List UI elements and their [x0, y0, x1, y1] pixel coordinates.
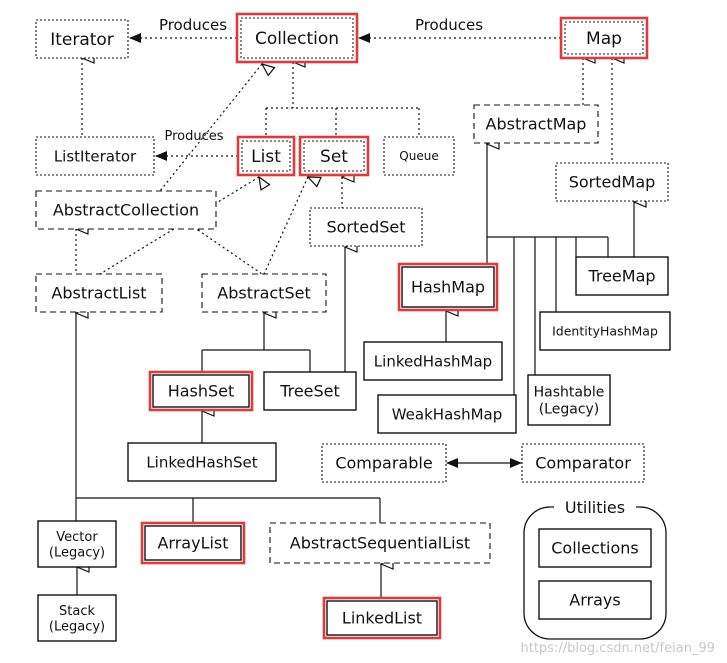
node-abstractlist: AbstractList — [35, 273, 163, 313]
node-hashtable: Hashtable(Legacy) — [527, 374, 611, 426]
node-weakhashmap: WeakHashMap — [377, 394, 517, 434]
node-abstractcollection: AbstractCollection — [35, 190, 217, 230]
node-label-abstractset: AbstractSet — [217, 284, 310, 303]
node-label-sortedset: SortedSet — [326, 218, 405, 237]
node-label-abstractcollection: AbstractCollection — [53, 201, 199, 220]
produces-label-map: Produces — [415, 16, 483, 34]
node-label-queue: Queue — [399, 149, 438, 163]
node-label-abstractsequentiallist: AbstractSequentialList — [290, 534, 470, 553]
node-abstractmap: AbstractMap — [473, 104, 599, 144]
node-collections: Collections — [538, 528, 652, 568]
node-list: List — [236, 135, 296, 177]
edge-abstractmap-drops — [486, 237, 609, 395]
utilities-title: Utilities — [565, 498, 625, 517]
node-comparable: Comparable — [321, 443, 447, 483]
node-queue: Queue — [383, 136, 455, 176]
node-arrays: Arrays — [538, 580, 652, 620]
node-abstractsequentiallist: AbstractSequentialList — [269, 522, 491, 564]
node-identityhashmap: IdentityHashMap — [539, 311, 671, 351]
node-label-sortedmap: SortedMap — [569, 173, 656, 192]
node-label-stack: Stack(Legacy) — [49, 604, 105, 635]
edge-collection-drops — [265, 108, 420, 137]
edge-abstractset-abstractcollection — [198, 230, 263, 275]
node-linkedhashmap: LinkedHashMap — [363, 341, 503, 381]
node-arraylist: ArrayList — [140, 521, 246, 565]
node-label-set: Set — [320, 147, 348, 167]
node-hashmap: HashMap — [397, 262, 499, 312]
node-label-hashtable: Hashtable(Legacy) — [534, 385, 605, 418]
node-map: Map — [559, 16, 649, 60]
node-label-linkedhashset: LinkedHashSet — [146, 453, 257, 471]
node-collection: Collection — [235, 12, 359, 64]
node-label-linkedhashmap: LinkedHashMap — [374, 352, 492, 370]
node-comparator: Comparator — [521, 443, 645, 483]
node-label-arraylist: ArrayList — [157, 534, 228, 553]
edge-abstractset-set — [263, 177, 308, 275]
node-label-abstractlist: AbstractList — [51, 284, 146, 303]
edge-abstractlist-drops — [75, 498, 381, 523]
node-treeset: TreeSet — [263, 371, 357, 411]
node-label-treemap: TreeMap — [587, 267, 655, 286]
node-label-iterator: Iterator — [50, 30, 114, 50]
node-sortedmap: SortedMap — [555, 162, 669, 202]
node-sortedset: SortedSet — [309, 207, 423, 247]
node-hashset: HashSet — [148, 370, 254, 412]
node-label-hashmap: HashMap — [411, 278, 485, 297]
node-label-listiterator: ListIterator — [54, 147, 137, 165]
node-label-comparable: Comparable — [335, 454, 432, 473]
edge-sets-abstractset — [201, 313, 311, 372]
node-iterator: Iterator — [35, 19, 129, 59]
edge-abstractlist-list — [99, 177, 259, 275]
edge-abstractcollection-collection — [159, 64, 262, 192]
node-label-treeset: TreeSet — [279, 382, 340, 401]
node-label-list: List — [251, 147, 281, 167]
node-label-arrays: Arrays — [569, 591, 620, 610]
node-linkedhashset: LinkedHashSet — [127, 442, 277, 482]
node-vector: Vector(Legacy) — [37, 520, 117, 568]
node-linkedlist: LinkedList — [322, 596, 442, 640]
produces-label-listiterator: Produces — [164, 129, 223, 144]
node-set: Set — [298, 135, 370, 177]
node-label-map: Map — [586, 29, 622, 49]
node-label-comparator: Comparator — [535, 454, 631, 473]
node-label-collection: Collection — [255, 29, 339, 49]
node-listiterator: ListIterator — [35, 136, 155, 176]
node-label-weakhashmap: WeakHashMap — [392, 405, 503, 423]
node-label-identityhashmap: IdentityHashMap — [552, 323, 658, 338]
edge-layer — [75, 33, 634, 598]
produces-label-iterator: Produces — [159, 16, 227, 34]
node-abstractset: AbstractSet — [201, 273, 327, 313]
node-treemap: TreeMap — [575, 256, 669, 296]
node-stack: Stack(Legacy) — [37, 594, 117, 642]
node-label-abstractmap: AbstractMap — [486, 115, 587, 134]
watermark: https://blog.csdn.net/feian_99 — [521, 641, 716, 656]
node-label-linkedlist: LinkedList — [342, 609, 422, 628]
node-label-hashset: HashSet — [168, 382, 235, 401]
node-label-vector: Vector(Legacy) — [49, 530, 105, 561]
node-label-collections: Collections — [551, 539, 638, 558]
